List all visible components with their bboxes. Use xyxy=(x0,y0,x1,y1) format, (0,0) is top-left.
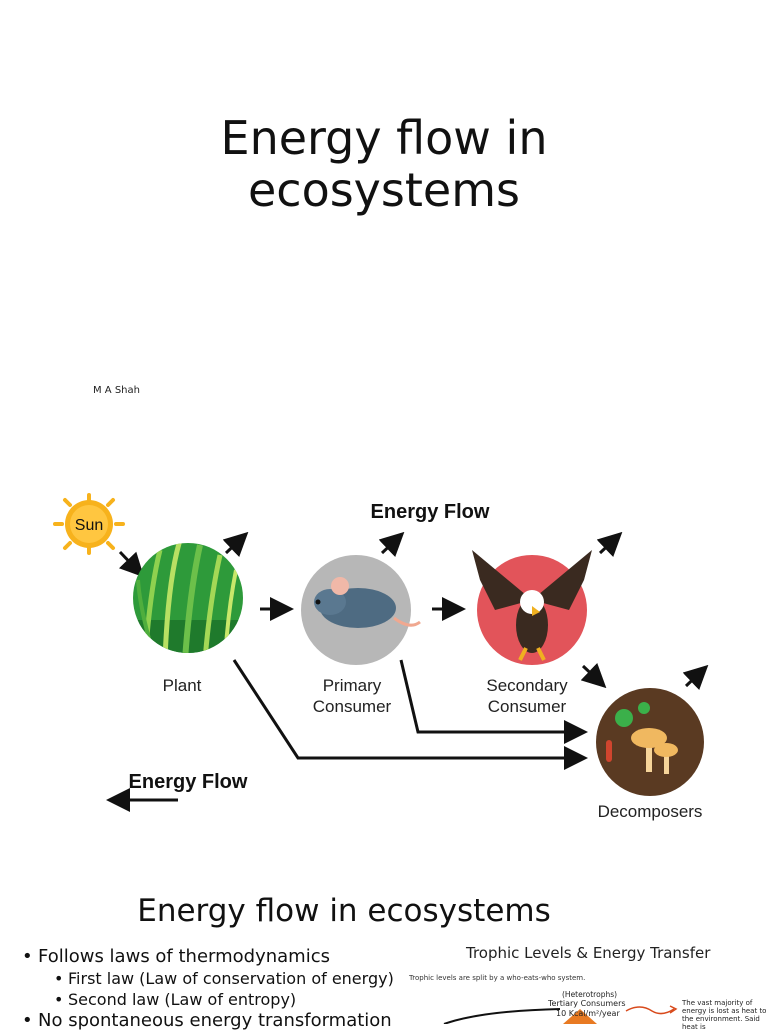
bullet-item: No spontaneous energy transformation xyxy=(22,1010,394,1032)
trophic-pyramid-graphic xyxy=(443,1005,678,1024)
author-name: M A Shah xyxy=(93,385,140,396)
slide-title-line-2: ecosystems xyxy=(247,163,520,217)
arrow-plant-to-decomposers xyxy=(232,659,588,770)
plant-icon xyxy=(133,543,243,653)
sun-icon xyxy=(53,493,125,555)
secondary-consumer-label-2: Consumer xyxy=(488,697,567,716)
sun-label: Sun xyxy=(75,517,103,534)
eagle-icon xyxy=(472,550,592,665)
mouse-icon xyxy=(301,555,421,665)
heat-loss-arrow-secondary xyxy=(596,531,623,558)
heat-loss-arrow-decomposers xyxy=(682,664,709,691)
arrow-sun-to-plant xyxy=(118,550,145,578)
slide-title: Energy flow in ecosystems xyxy=(0,112,768,216)
plant-label: Plant xyxy=(163,676,202,695)
tertiary-consumers-label: Tertiary Consumers xyxy=(548,999,626,1008)
secondary-consumer-label-1: Secondary xyxy=(486,676,568,695)
heat-loss-arrow-primary xyxy=(378,531,405,558)
heat-loss-note: The vast majority of energy is lost as h… xyxy=(682,999,767,1031)
energy-flow-diagram: Sun Plant Primary Consumer xyxy=(53,493,709,821)
energy-flow-title-top: Energy Flow xyxy=(371,501,490,523)
heat-loss-arrow-plant xyxy=(222,531,249,558)
trophic-levels-description: Trophic levels are split by a who-eats-w… xyxy=(409,974,586,982)
slide-title-line-1: Energy flow in xyxy=(220,111,548,165)
arrow-primary-to-decomposers xyxy=(399,659,588,744)
bullet-item: Follows laws of thermodynamics xyxy=(22,946,394,968)
primary-consumer-label-1: Primary xyxy=(323,676,382,695)
bullet-list: Follows laws of thermodynamics First law… xyxy=(22,946,394,1032)
arrow-secondary-to-decomposers xyxy=(580,662,607,689)
slide-2-title: Energy flow in ecosystems xyxy=(137,893,551,929)
decomposers-label: Decomposers xyxy=(598,802,703,821)
energy-flow-title-bottom: Energy Flow xyxy=(129,771,248,793)
trophic-levels-title: Trophic Levels & Energy Transfer xyxy=(466,944,711,962)
tertiary-consumers-energy: 10 Kcal/m²/year xyxy=(556,1009,620,1018)
sub-bullet-item: Second law (Law of entropy) xyxy=(22,989,394,1010)
mushroom-icon xyxy=(596,688,704,796)
heterotrophs-label: (Heterotrophs) xyxy=(562,990,618,999)
primary-consumer-label-2: Consumer xyxy=(313,697,392,716)
sub-bullet-item: First law (Law of conservation of energy… xyxy=(22,968,394,989)
